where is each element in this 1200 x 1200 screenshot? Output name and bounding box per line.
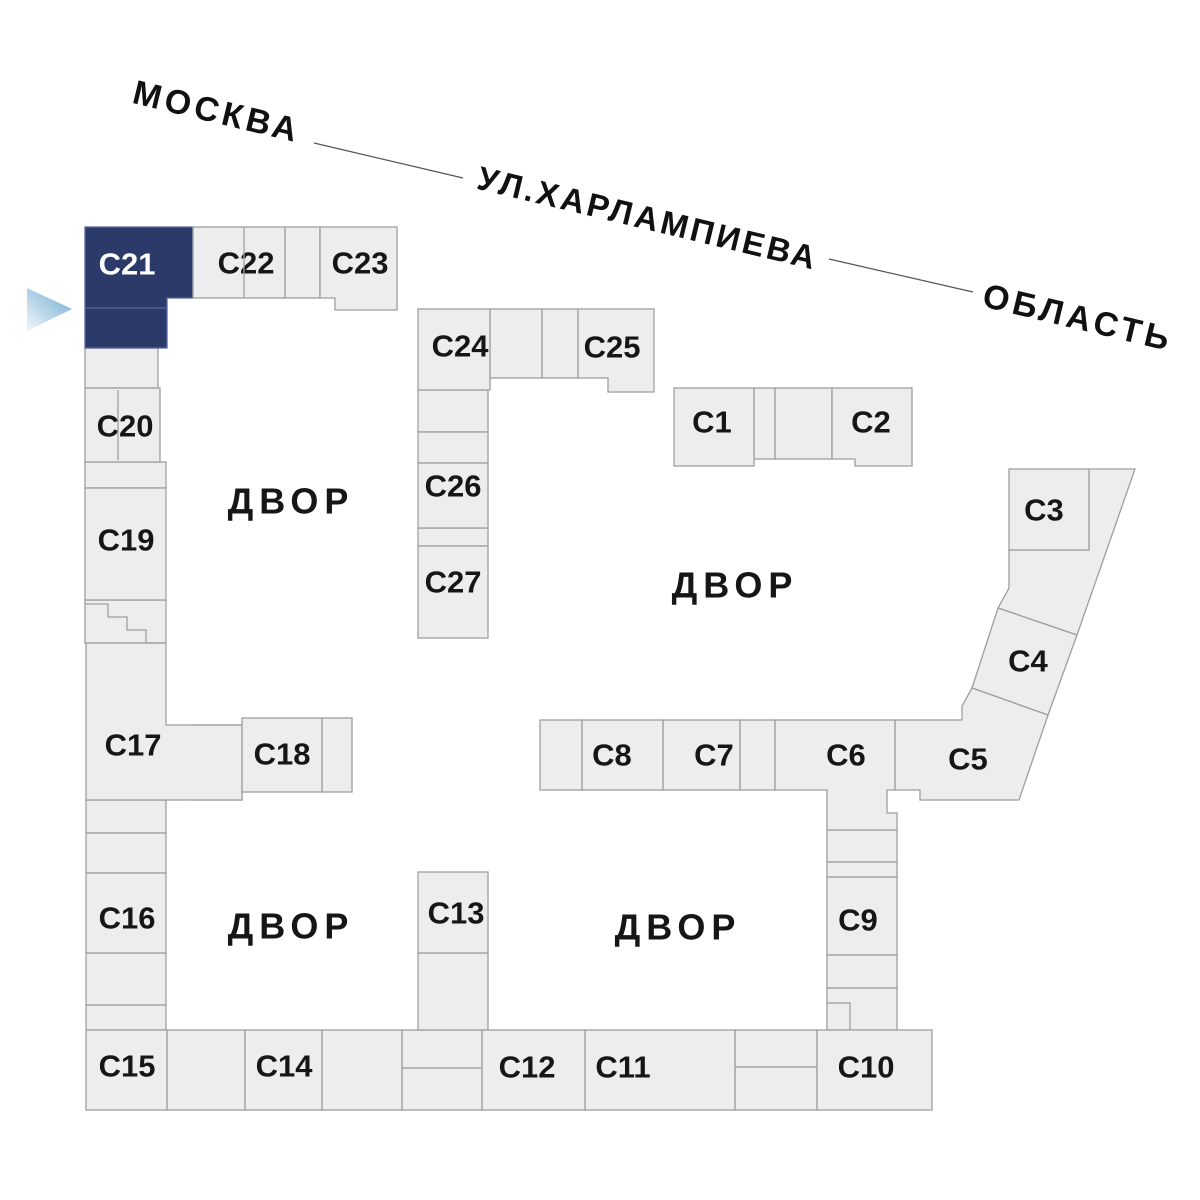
building-c15[interactable] (85, 1029, 168, 1111)
building-c24[interactable] (417, 308, 491, 391)
courtyard-label-3: ДВОР (228, 906, 355, 947)
street-line (828, 258, 974, 293)
building-c9[interactable] (826, 876, 898, 956)
street-label-3: ОБЛАСТЬ (979, 277, 1177, 359)
building-c12[interactable] (481, 1029, 586, 1111)
building-c26[interactable] (417, 462, 489, 529)
building-segment (739, 719, 776, 791)
building-segment (85, 799, 167, 834)
street-label-2: УЛ.ХАРЛАМПИЕВА (474, 159, 822, 277)
building-c2[interactable] (831, 387, 913, 467)
building-c20[interactable] (84, 387, 161, 463)
building-segment (85, 1004, 167, 1031)
building-segment (84, 347, 159, 389)
building-c8[interactable] (581, 719, 664, 791)
building-detail-line (827, 1002, 851, 1030)
building-c11[interactable] (584, 1029, 736, 1111)
street-label-1: МОСКВА (129, 74, 305, 151)
courtyard-label-1: ДВОР (228, 481, 355, 522)
building-c25[interactable] (577, 308, 655, 393)
building-c5[interactable] (894, 687, 1049, 801)
building-c17[interactable] (85, 642, 243, 801)
building-c19[interactable] (84, 487, 167, 601)
building-segment (84, 461, 167, 489)
building-segment (826, 954, 898, 989)
building-segment (85, 952, 167, 1006)
building-segment (84, 599, 167, 644)
selected-building-arrow-icon (27, 288, 72, 331)
courtyard-label-2: ДВОР (672, 565, 799, 606)
building-segment (417, 389, 489, 433)
building-segment (734, 1066, 818, 1111)
building-segment (541, 308, 579, 379)
building-segment (734, 1029, 818, 1068)
building-segment (774, 387, 833, 460)
building-c18[interactable] (241, 717, 323, 793)
building-detail-line (85, 603, 166, 644)
building-c13[interactable] (417, 871, 489, 954)
building-c22[interactable] (192, 226, 286, 299)
building-segment (539, 719, 583, 791)
building-segment (826, 861, 898, 878)
building-c6[interactable] (774, 719, 898, 831)
building-segment (826, 829, 898, 863)
building-c10[interactable] (816, 1029, 933, 1111)
building-segment (753, 387, 776, 460)
street-line (313, 142, 464, 179)
building-c14[interactable] (244, 1029, 323, 1111)
building-segment (417, 952, 489, 1031)
building-segment (401, 1029, 483, 1069)
building-c3[interactable] (1008, 468, 1090, 551)
building-segment (166, 1029, 246, 1111)
building-segment (321, 1029, 403, 1111)
building-segment (417, 431, 489, 464)
building-c23[interactable] (319, 226, 398, 311)
building-segment (401, 1067, 483, 1111)
building-c1[interactable] (673, 387, 755, 467)
building-segment (489, 308, 543, 379)
building-segment (826, 987, 898, 1031)
building-segment (284, 226, 321, 299)
building-c27[interactable] (417, 545, 489, 639)
building-segment (321, 717, 353, 793)
courtyard-label-4: ДВОР (615, 907, 742, 948)
building-c7[interactable] (662, 719, 741, 791)
building-c16[interactable] (85, 872, 167, 954)
building-segment (417, 527, 489, 547)
building-segment (85, 832, 167, 874)
building-c21[interactable] (84, 226, 194, 349)
